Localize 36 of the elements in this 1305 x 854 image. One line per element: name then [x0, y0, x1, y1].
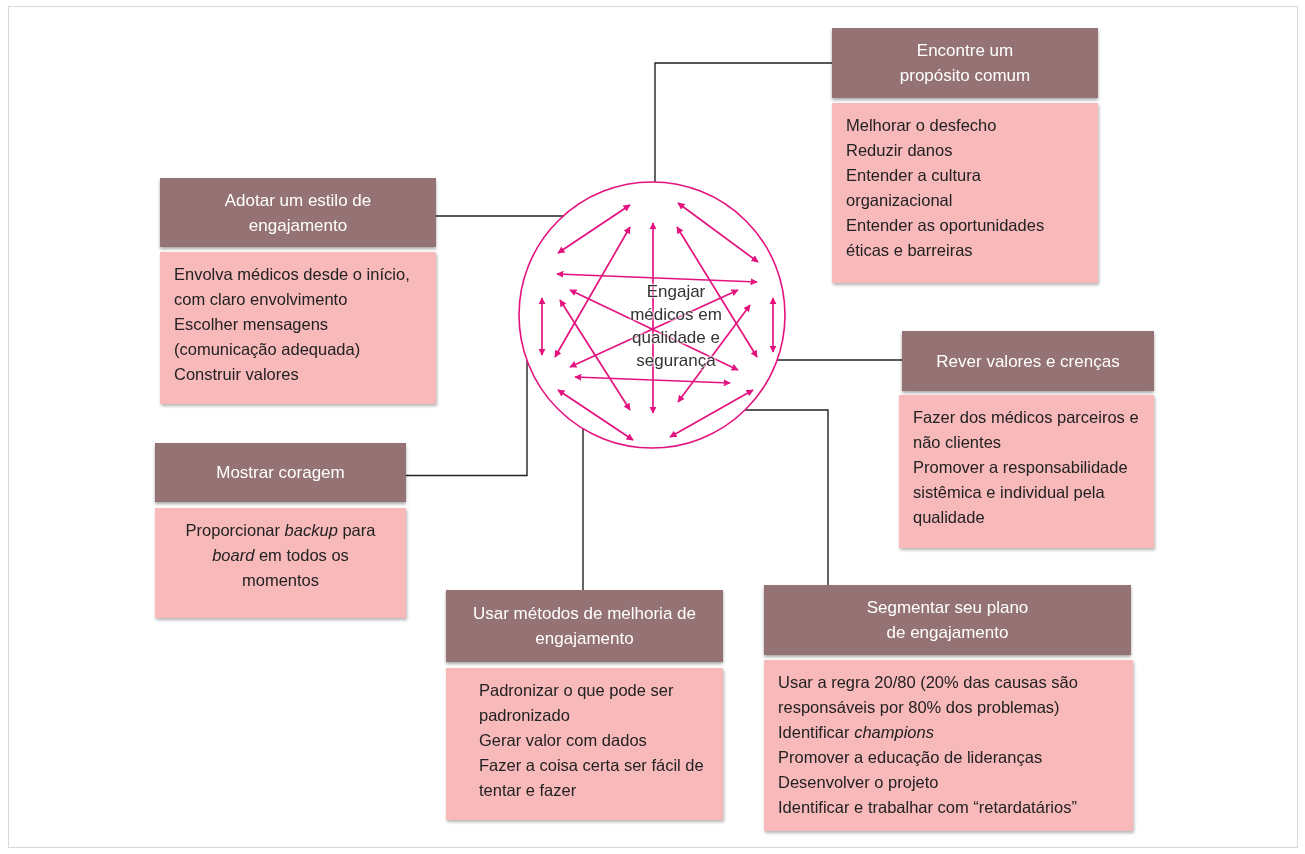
text-panel — [160, 252, 436, 404]
hub-circle — [518, 181, 786, 449]
connector-line — [776, 359, 903, 361]
heading-bar: Usar métodos de melhoria de engajamento — [446, 590, 723, 662]
heading-bar: Adotar um estilo de engajamento — [160, 178, 436, 247]
list-item: Melhorar o desfecho — [846, 115, 998, 136]
connector-line — [744, 409, 829, 586]
list-item: Identificar champions — [778, 722, 935, 743]
list-item: Envolva médicos desde o início, com claro envolvimento — [174, 264, 411, 310]
list-item: Reduzir danos — [846, 140, 954, 161]
list-item: Proporcionar backup para board em todos os momentos — [185, 520, 376, 591]
heading-bar: Encontre um propósito comum — [832, 28, 1098, 98]
text-panel — [899, 395, 1154, 548]
list-item: Promover a educação de lideranças — [778, 747, 1044, 768]
list-item: Promover a responsabilidade sistêmica e individual pela qualidade — [913, 457, 1129, 528]
connector-line — [435, 215, 564, 217]
connector-line — [654, 62, 833, 183]
list-item: Usar a regra 20/80 (20% das causas são responsáveis por 80% dos problemas) — [778, 672, 1079, 718]
heading-bar: Segmentar seu plano de engajamento — [764, 585, 1131, 655]
list-item: Fazer dos médicos parceiros e não clientes — [913, 407, 1140, 453]
list-item: Gerar valor com dados — [479, 730, 648, 751]
list-item: Padronizar o que pode ser padronizado — [479, 680, 675, 726]
list-item: Identificar e trabalhar com “retardatários” — [778, 797, 1078, 818]
connector-line — [582, 428, 584, 591]
text-panel — [155, 508, 406, 618]
list-item: Entender as oportunidades éticas e barreiras — [846, 215, 1046, 261]
text-panel — [446, 668, 723, 820]
list-item: Construir valores — [174, 364, 300, 385]
heading-bar: Rever valores e crenças — [902, 331, 1154, 391]
list-item: Escolher mensagens (comunicação adequada) — [174, 314, 362, 360]
list-item: Fazer a coisa certa ser fácil de tentar e fazer — [479, 755, 705, 801]
text-panel — [832, 103, 1098, 283]
list-item: Entender a cultura organizacional — [846, 165, 982, 211]
list-item: Desenvolver o projeto — [778, 772, 940, 793]
heading-bar: Mostrar coragem — [155, 443, 406, 502]
text-panel — [764, 660, 1133, 831]
